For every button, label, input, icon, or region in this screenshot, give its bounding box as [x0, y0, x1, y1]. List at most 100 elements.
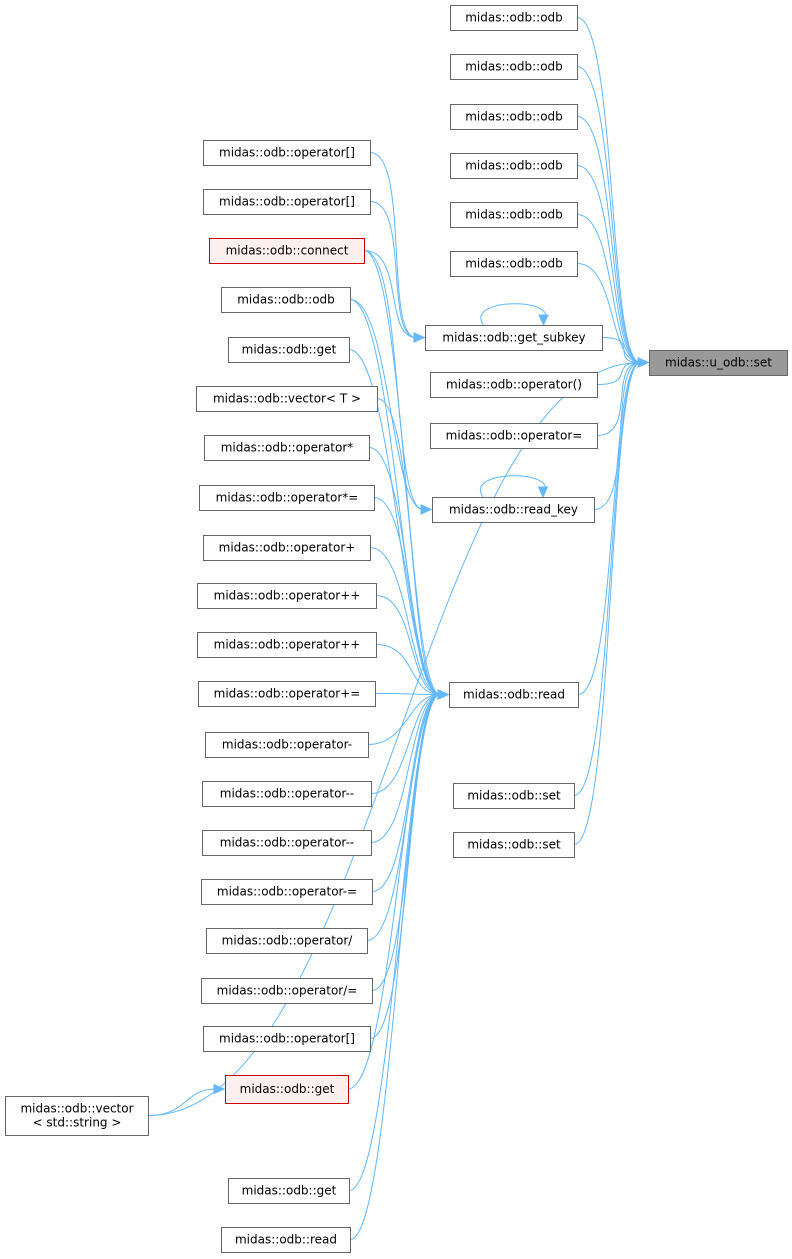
- node-get2[interactable]: midas::odb::get: [225, 1075, 349, 1104]
- node-box: [450, 5, 578, 31]
- node-label: midas::odb::operator[]: [219, 195, 355, 209]
- edge-op_mul_eq-to-read: [373, 497, 441, 695]
- node-label: midas::odb::odb: [465, 257, 563, 271]
- node-op_pp1[interactable]: midas::odb::operator++: [197, 583, 377, 609]
- node-op_assign[interactable]: midas::odb::operator=: [430, 423, 598, 449]
- node-get3[interactable]: midas::odb::get: [228, 1178, 350, 1204]
- edge-read2-to-read: [349, 694, 441, 1240]
- node-odb5[interactable]: midas::odb::odb: [450, 202, 578, 228]
- node-box: [203, 535, 371, 561]
- node-read2[interactable]: midas::odb::read: [221, 1227, 351, 1253]
- node-odb2[interactable]: midas::odb::odb: [450, 54, 578, 80]
- node-op_idx3[interactable]: midas::odb::operator[]: [203, 1026, 371, 1052]
- node-label: midas::odb::operator/=: [217, 984, 358, 998]
- edge-op_minus-to-read: [367, 694, 441, 745]
- node-label: midas::odb::operator-: [222, 738, 352, 752]
- node-box: [430, 423, 598, 449]
- node-box: [649, 350, 788, 376]
- node-op_minus[interactable]: midas::odb::operator-: [205, 732, 369, 758]
- node-set1[interactable]: midas::odb::set: [453, 783, 575, 809]
- node-op_div_eq[interactable]: midas::odb::operator/=: [201, 978, 373, 1004]
- node-op_div[interactable]: midas::odb::operator/: [206, 928, 368, 954]
- node-odb3[interactable]: midas::odb::odb: [450, 104, 578, 130]
- node-vectorT[interactable]: midas::odb::vector< T >: [196, 386, 378, 412]
- edge-connect-to-get_subkey: [363, 250, 417, 338]
- node-box: [203, 1026, 371, 1052]
- node-box: [203, 140, 371, 166]
- node-label: midas::odb::operator-=: [217, 885, 357, 899]
- node-label: midas::odb::vector: [20, 1102, 133, 1116]
- node-label: midas::odb::operator[]: [219, 146, 355, 160]
- node-connect[interactable]: midas::odb::connect: [209, 238, 365, 264]
- node-label: midas::odb::operator(): [446, 378, 582, 392]
- node-get1[interactable]: midas::odb::get: [228, 337, 350, 363]
- edge-get3-to-read: [348, 694, 441, 1191]
- node-box: [5, 1096, 149, 1136]
- node-odb6[interactable]: midas::odb::odb: [450, 251, 578, 277]
- node-label: midas::odb::operator/: [222, 934, 354, 948]
- node-label: midas::odb::operator--: [220, 787, 355, 801]
- edge-vector_str-to-root: [147, 362, 641, 1116]
- edge-odb1-to-root: [576, 17, 641, 363]
- node-op_minus_eq[interactable]: midas::odb::operator-=: [201, 879, 373, 905]
- edge-odb3-to-root: [576, 116, 641, 363]
- node-read[interactable]: midas::odb::read: [449, 682, 579, 708]
- node-label: midas::odb::connect: [226, 244, 349, 258]
- node-label: midas::odb::operator*=: [216, 491, 359, 505]
- node-op_mm1[interactable]: midas::odb::operator--: [202, 781, 372, 807]
- node-box: [206, 928, 368, 954]
- edge-op_mul-to-read: [368, 447, 441, 695]
- edge-connect-to-read_key: [363, 250, 424, 510]
- node-op_idx2[interactable]: midas::odb::operator[]: [203, 189, 371, 215]
- arrowhead-connect-to-get_subkey: [413, 332, 426, 343]
- edge-op_minus_eq-to-read: [371, 694, 441, 892]
- node-vector_str[interactable]: midas::odb::vector< std::string >: [5, 1096, 149, 1136]
- edge-set2-to-root: [573, 362, 641, 845]
- node-odb_l[interactable]: midas::odb::odb: [221, 287, 351, 313]
- node-box: [197, 632, 377, 658]
- arrowhead-connect-to-read_key: [420, 504, 433, 515]
- node-label: midas::odb::get: [242, 1184, 337, 1198]
- edge-get_subkey-to-root: [601, 337, 641, 363]
- edge-op_pp1-to-read: [375, 595, 441, 695]
- arrowhead-read_key-to-read_key: [537, 486, 549, 499]
- edge-get_subkey-to-get_subkey: [480, 303, 547, 326]
- node-op_pp2[interactable]: midas::odb::operator++: [197, 632, 377, 658]
- node-op_mm2[interactable]: midas::odb::operator--: [202, 830, 372, 856]
- node-box: [450, 153, 578, 179]
- node-label: midas::odb::operator+: [219, 541, 356, 555]
- node-box: [202, 830, 372, 856]
- node-op_idx1[interactable]: midas::odb::operator[]: [203, 140, 371, 166]
- node-op_mul_eq[interactable]: midas::odb::operator*=: [199, 485, 375, 511]
- node-get_subkey[interactable]: midas::odb::get_subkey: [425, 325, 603, 351]
- node-label: midas::odb::get: [242, 343, 337, 357]
- node-op_plus[interactable]: midas::odb::operator+: [203, 535, 371, 561]
- node-box: [432, 497, 595, 523]
- node-op_call[interactable]: midas::odb::operator(): [430, 372, 598, 398]
- arrowhead-read2-to-read: [437, 689, 450, 700]
- edge-read-to-root: [577, 362, 641, 695]
- node-op_plus_eq[interactable]: midas::odb::operator+=: [198, 681, 376, 707]
- node-op_mul[interactable]: midas::odb::operator*: [204, 435, 370, 461]
- edge-op_plus-to-read: [369, 547, 441, 695]
- arrowhead-vector_str-to-get2: [213, 1083, 226, 1095]
- edge-odb6-to-root: [576, 263, 641, 363]
- node-label: midas::odb::get: [240, 1082, 335, 1096]
- node-label: midas::odb::operator*: [221, 441, 354, 455]
- node-label: midas::odb::operator[]: [219, 1032, 355, 1046]
- node-box: [205, 732, 369, 758]
- edge-odb5-to-root: [576, 214, 641, 363]
- node-box: [203, 189, 371, 215]
- node-odb4[interactable]: midas::odb::odb: [450, 153, 578, 179]
- node-box: [225, 1075, 349, 1104]
- edge-op_mm1-to-read: [370, 694, 441, 794]
- node-odb1[interactable]: midas::odb::odb: [450, 5, 578, 31]
- node-set2[interactable]: midas::odb::set: [453, 832, 575, 858]
- node-root[interactable]: midas::u_odb::set: [649, 350, 788, 376]
- node-box: [198, 681, 376, 707]
- node-box: [449, 682, 579, 708]
- node-read_key[interactable]: midas::odb::read_key: [432, 497, 595, 523]
- arrowhead-get_subkey-to-get_subkey: [538, 314, 549, 327]
- node-label: midas::odb::operator++: [214, 589, 361, 603]
- edge-get2-to-read: [347, 694, 441, 1090]
